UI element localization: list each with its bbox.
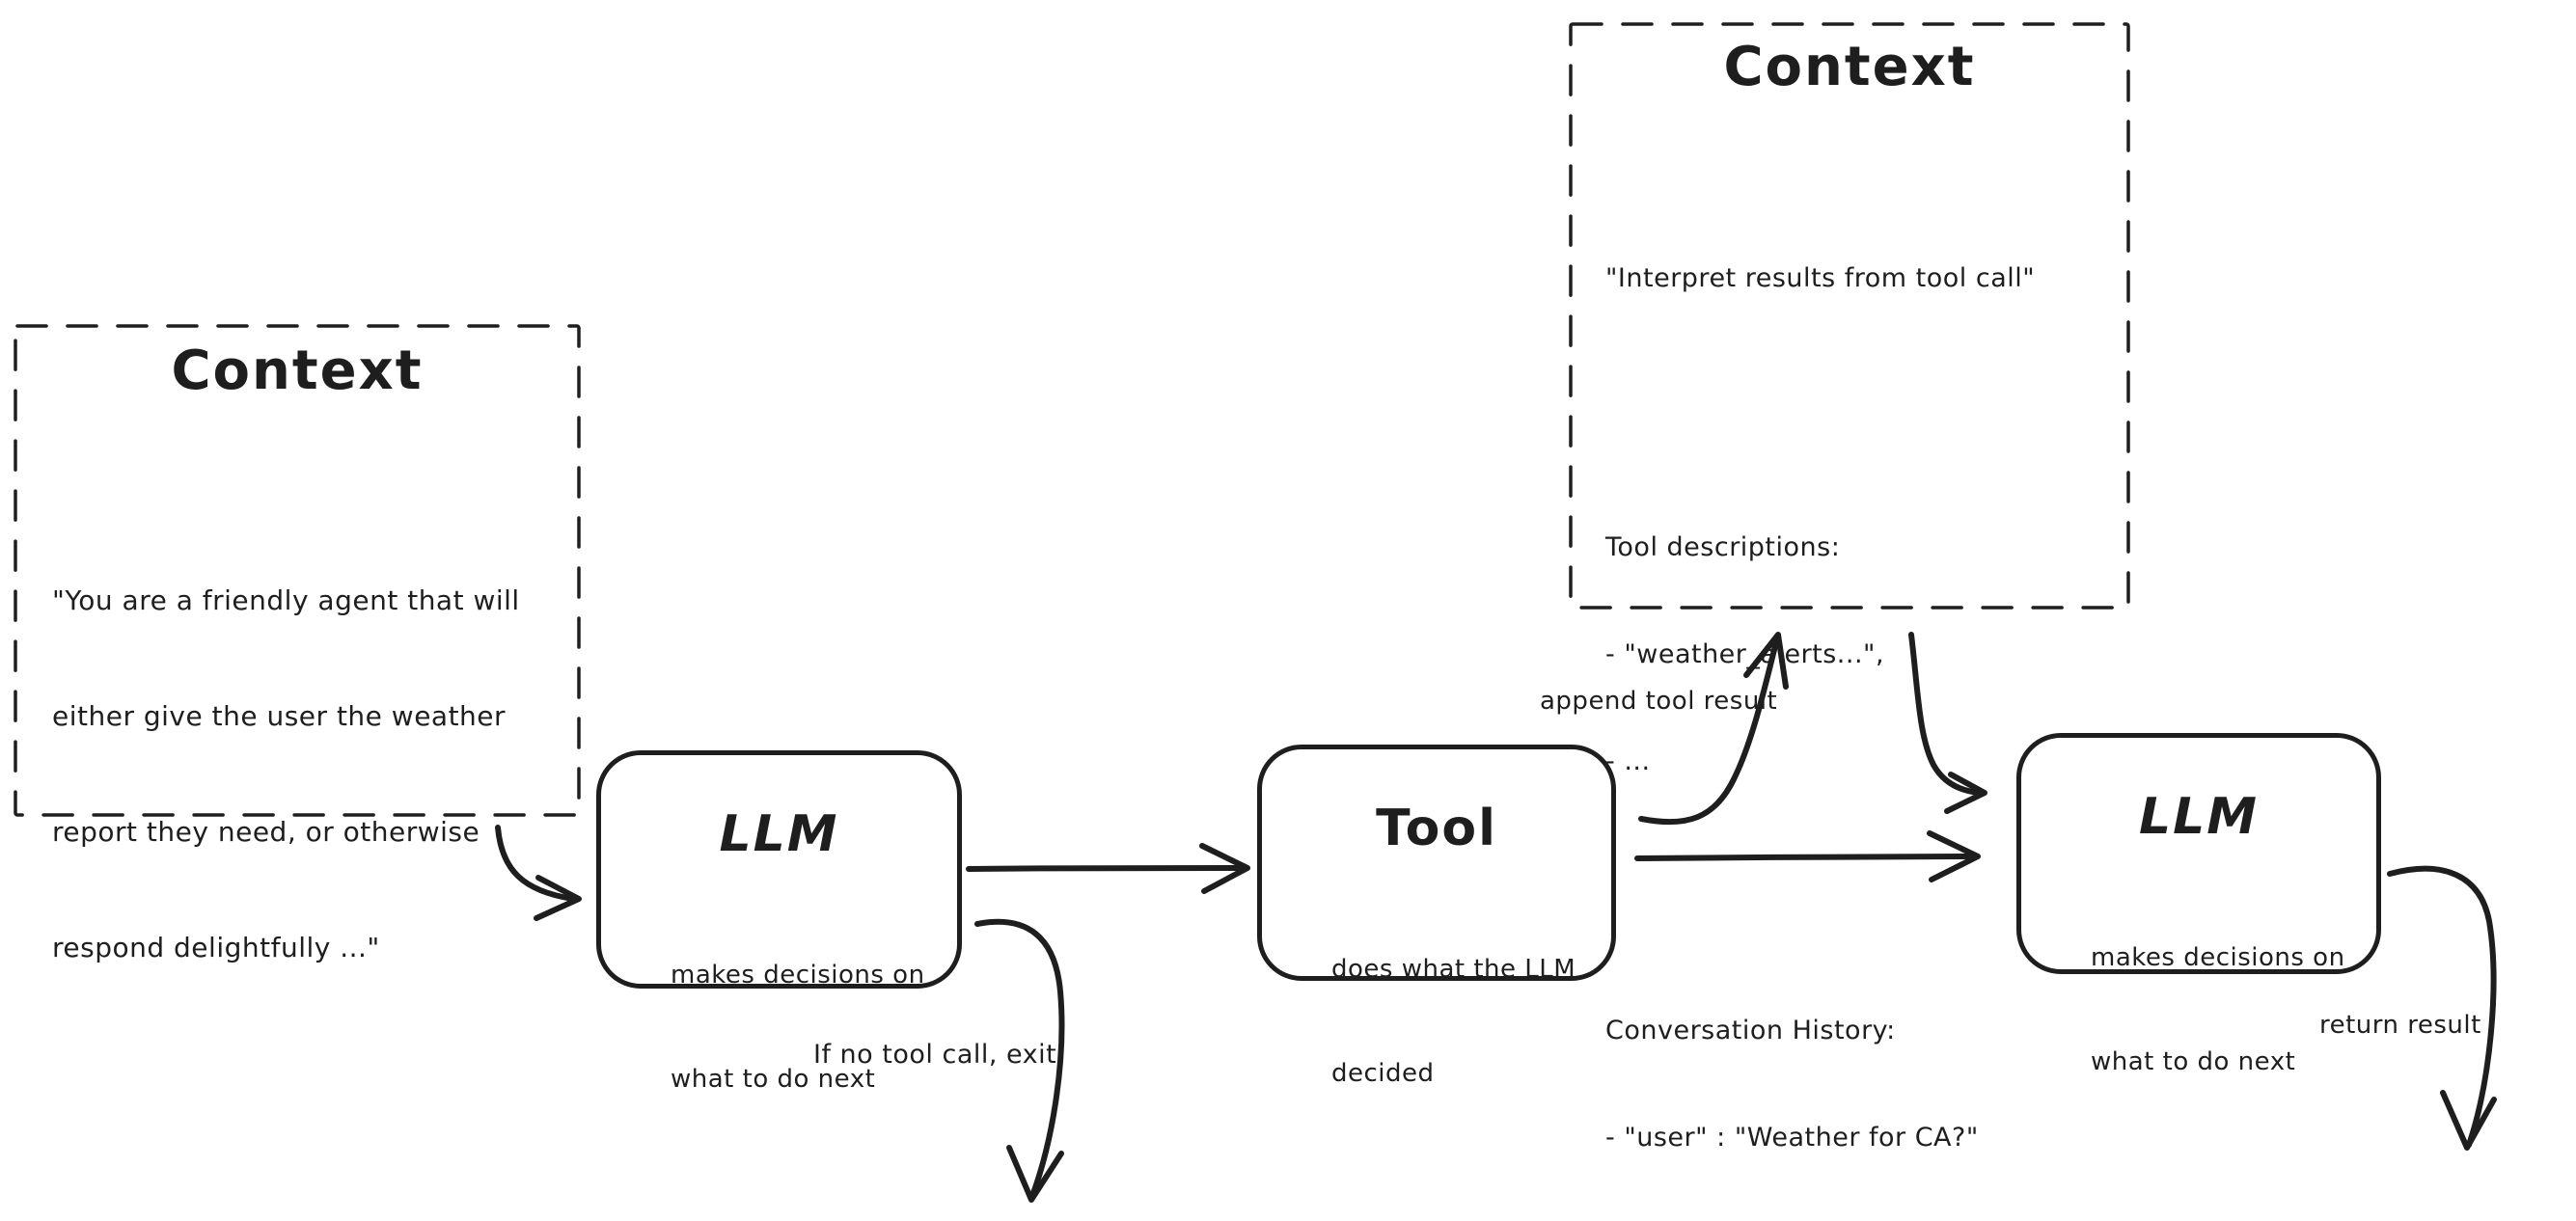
node-llm-2-subtitle: makes decisions on what to do next [2091, 943, 2345, 1076]
label-append-tool-result: append tool result [1540, 687, 1778, 716]
node-llm-1-title: LLM [719, 805, 839, 863]
tool-descriptions-text: Tool descriptions: - "weather_alerts..."… [1605, 532, 1885, 776]
system-prompt-text: "You are a friendly agent that will eith… [52, 584, 520, 963]
context-left-body: "You are a friendly agent that will eith… [15, 427, 579, 1221]
arrow-llm2-return [2387, 865, 2497, 1151]
label-if-no-tool-call-exit: If no tool call, exit [813, 1040, 1057, 1070]
context-box-left: Context "You are a friendly agent that w… [15, 326, 579, 1221]
context-left-title: Context [171, 339, 424, 402]
node-llm-2-title: LLM [2138, 788, 2259, 846]
node-tool-subtitle: does what the LLM decided [1331, 955, 1576, 1088]
node-tool: Tool does what the LLM decided [1257, 745, 1616, 1088]
node-llm-2: LLM makes decisions on what to do next [2016, 733, 2381, 1076]
arrow-llm1-to-tool [966, 843, 1250, 894]
context-box-top-right: Context "Interpret results from tool cal… [1571, 24, 2128, 1153]
node-llm-1: LLM makes decisions on what to do next [596, 750, 962, 1094]
context-top-right-body: "Interpret results from tool call" Tool … [1571, 118, 2128, 1221]
context-top-right-title: Context [1723, 36, 1976, 98]
tool-descriptions-text: Tool descriptions: - "weather_alerts..."… [52, 1139, 579, 1221]
node-llm-1-subtitle: makes decisions on what to do next [671, 961, 925, 1094]
node-tool-title: Tool [1376, 800, 1497, 857]
label-return-result: return result [2319, 1011, 2481, 1040]
interpret-prompt-text: "Interpret results from tool call" [1605, 263, 2036, 293]
conversation-history-text: Conversation History: - "user" : "Weathe… [1605, 1016, 1979, 1153]
